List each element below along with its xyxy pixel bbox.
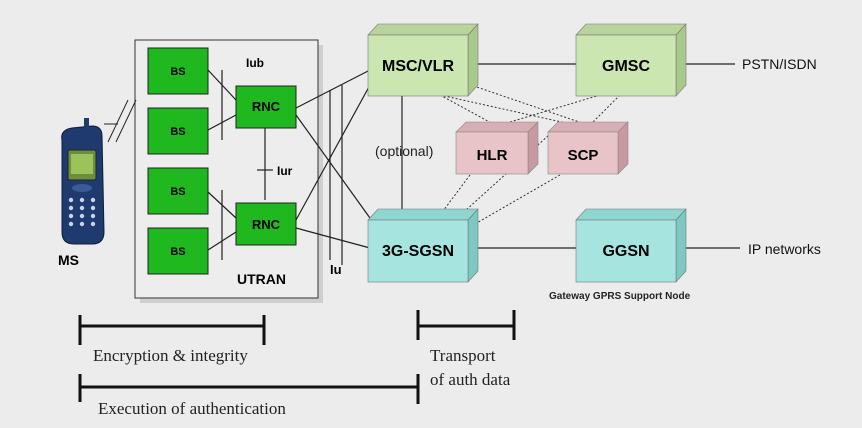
sgsn-label: 3G-SGSN (382, 243, 454, 260)
transport-label-line2: of auth data (430, 370, 511, 389)
scp-label: SCP (568, 147, 599, 164)
encryption-integrity-label: Encryption & integrity (93, 346, 248, 365)
bs-label-3: BS (170, 186, 185, 198)
rnc-label-1: RNC (252, 99, 281, 114)
radio-link-icon (104, 99, 137, 143)
bs-box-2 (147, 107, 209, 155)
optional-label: (optional) (375, 143, 433, 159)
msc-vlr-label: MSC/VLR (382, 58, 454, 75)
scp-box: SCP (547, 121, 629, 175)
pstn-label: PSTN/ISDN (742, 56, 817, 72)
iur-label: Iur (277, 164, 293, 178)
iu-label: Iu (330, 262, 342, 277)
utran-label: UTRAN (237, 271, 286, 287)
iub-label: Iub (246, 56, 264, 70)
bs-box-3 (147, 167, 209, 215)
rnc-box-1 (235, 85, 297, 129)
gmsc-label: GMSC (602, 58, 650, 75)
connection-lines (207, 63, 740, 265)
ms-label: MS (58, 252, 79, 268)
bs-box-1 (147, 47, 209, 95)
mobile-phone-icon (61, 118, 105, 245)
signalling-lines (439, 81, 621, 229)
rnc-box-2 (235, 202, 297, 246)
range-brackets (78, 310, 516, 404)
transport-label-line1: Transport (430, 346, 496, 365)
sgsn-box: 3G-SGSN (367, 208, 479, 283)
rnc-label-2: RNC (252, 217, 281, 232)
ggsn-box: GGSN (575, 208, 687, 283)
hlr-box: HLR (455, 121, 539, 175)
bs-group: BS BS BS BS (147, 47, 209, 275)
ggsn-caption: Gateway GPRS Support Node (549, 291, 691, 302)
bs-box-4 (147, 227, 209, 275)
gmsc-box: GMSC (575, 23, 687, 97)
bs-label-2: BS (170, 126, 185, 138)
ip-networks-label: IP networks (748, 241, 821, 257)
bs-label-1: BS (170, 66, 185, 78)
hlr-label: HLR (477, 147, 508, 164)
ggsn-label: GGSN (602, 243, 649, 260)
bs-label-4: BS (170, 246, 185, 258)
execution-authentication-label: Execution of authentication (98, 399, 286, 418)
msc-vlr-box: MSC/VLR (367, 23, 479, 97)
